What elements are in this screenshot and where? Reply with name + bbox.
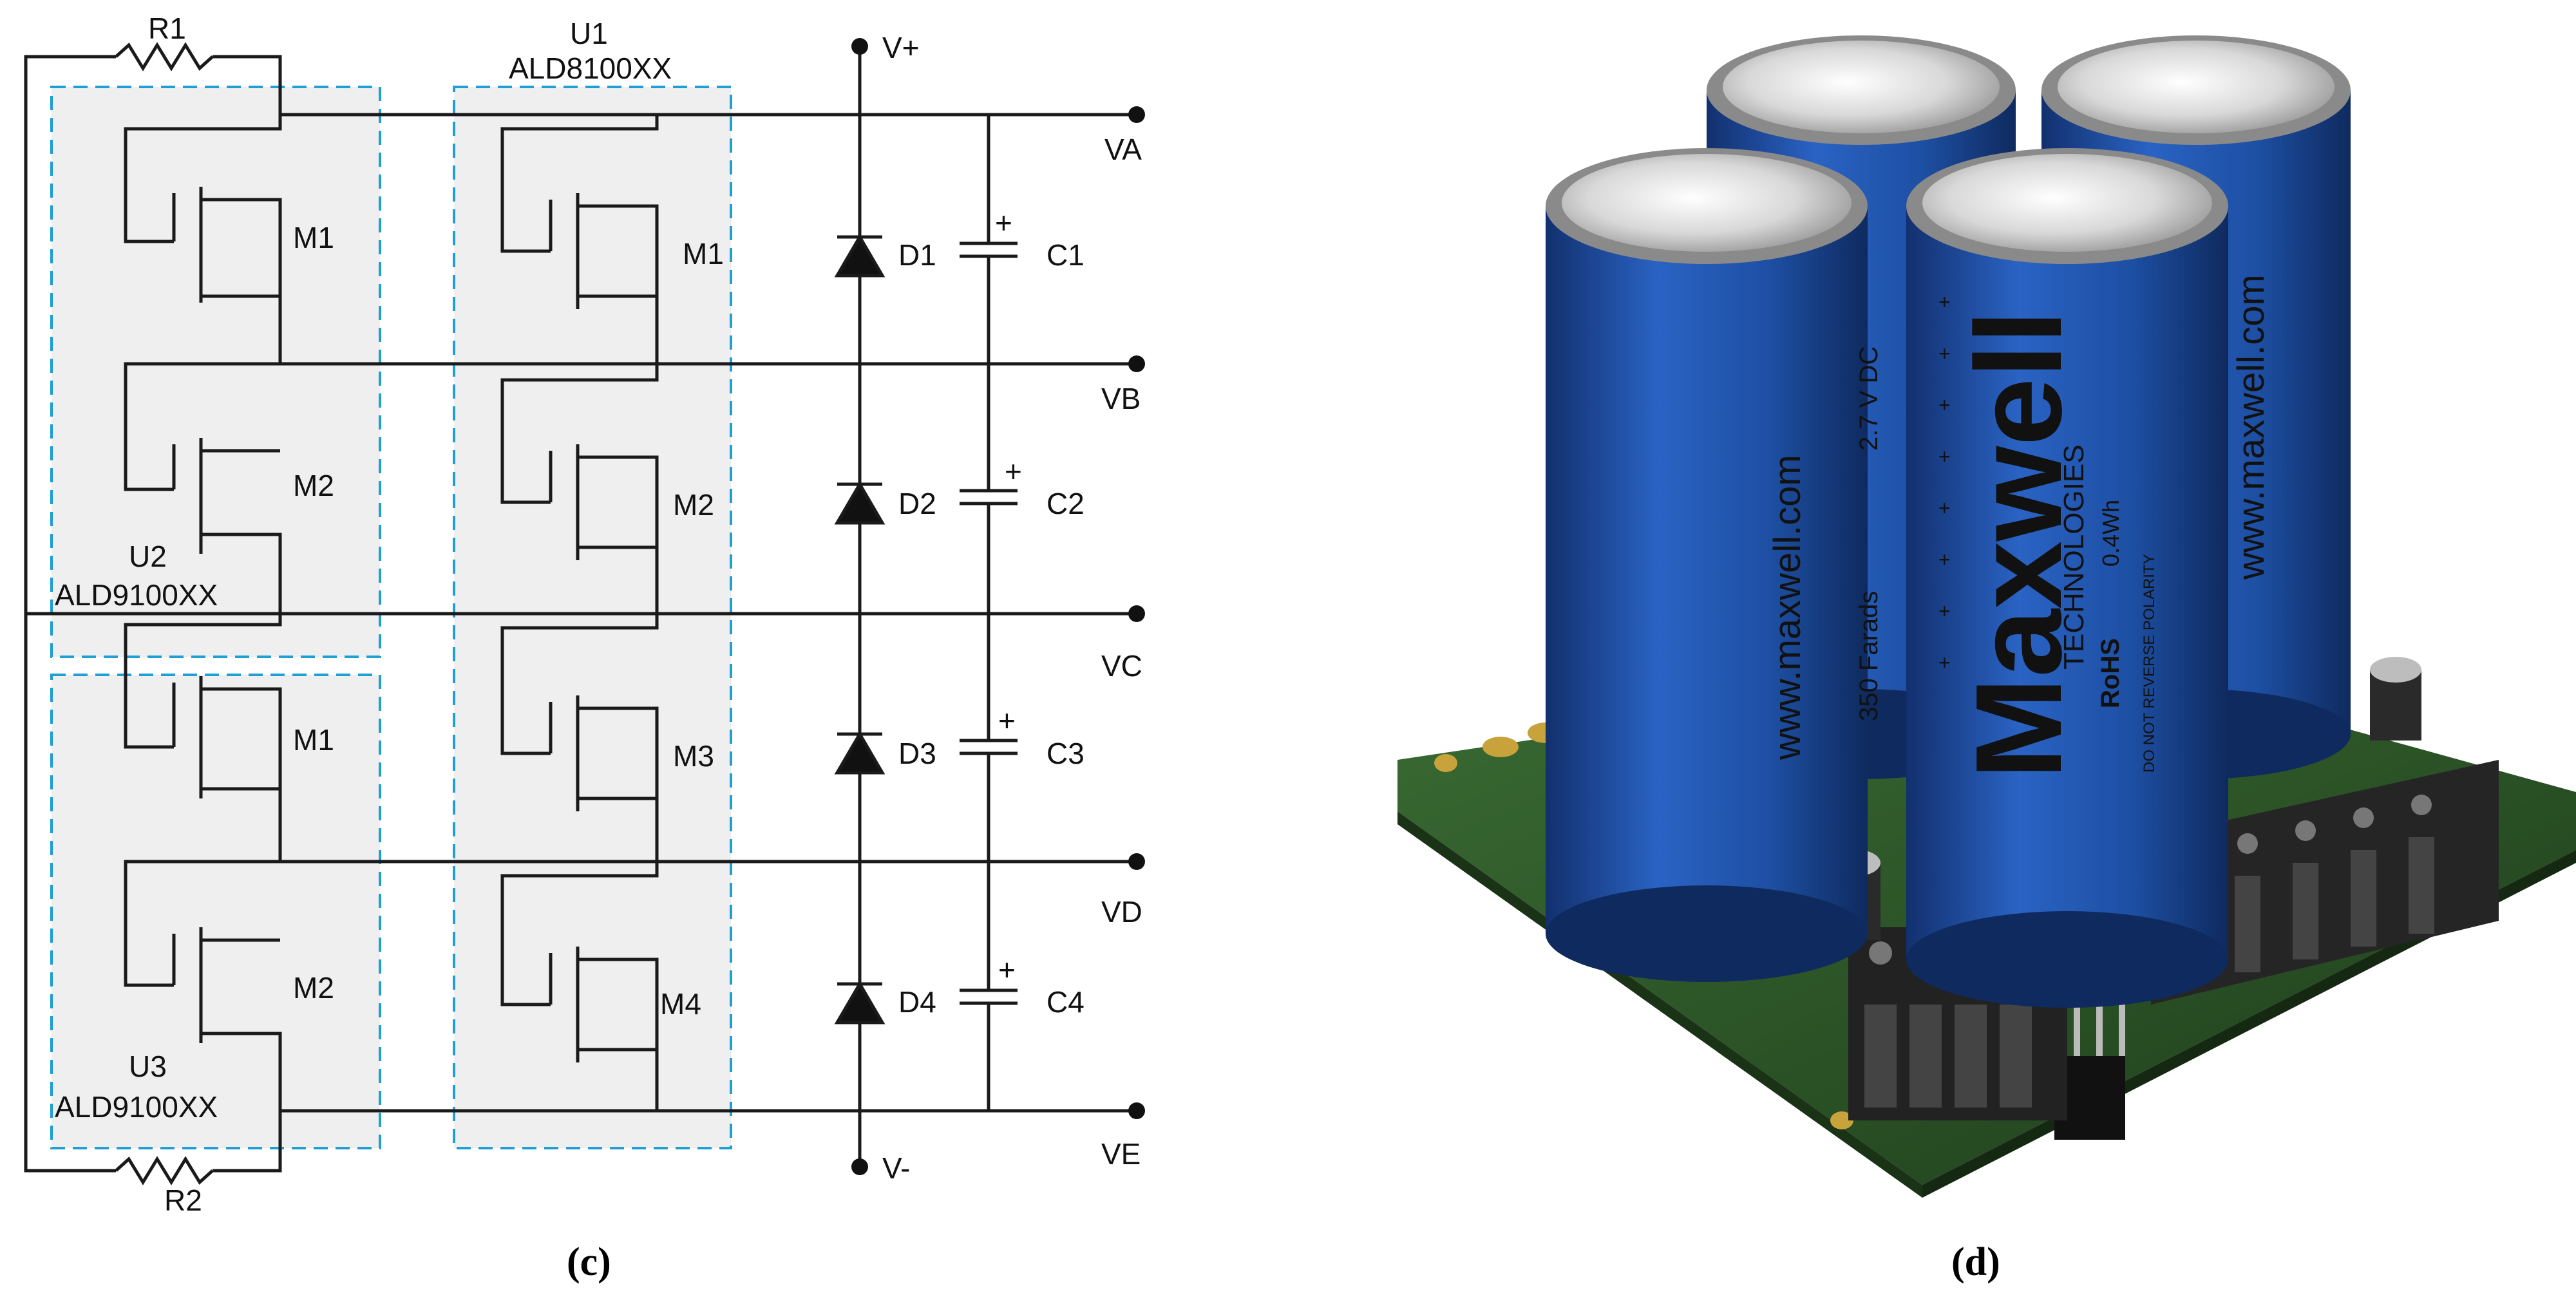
capacitor-c3	[960, 739, 1018, 755]
d4-label: D4	[898, 985, 936, 1019]
c1-label: C1	[1046, 238, 1084, 272]
diode-d4	[834, 981, 886, 1024]
svg-text:+: +	[1938, 496, 1951, 520]
d2-label: D2	[898, 487, 936, 520]
supercapacitor-front-right: Maxwell TECHNOLOGIES RoHS 0.4Wh DO NOT R…	[1906, 148, 2228, 1008]
d1-label: D1	[898, 238, 936, 272]
u1-m1-label: M1	[683, 237, 724, 270]
rohs-mark: RoHS	[2096, 638, 2125, 708]
node-ve-terminal	[1128, 1102, 1145, 1119]
node-vb-terminal	[1128, 355, 1145, 372]
svg-text:+: +	[1938, 548, 1951, 571]
small-capacitor-right	[2370, 657, 2421, 741]
node-vd-label: VD	[1101, 895, 1142, 929]
u2-mosfet-m1	[124, 115, 282, 364]
caption-c: (c)	[567, 1240, 611, 1284]
u1-mosfet-m3	[500, 614, 659, 862]
diode-d3	[834, 731, 886, 775]
maxwell-subtitle: TECHNOLOGIES	[2058, 444, 2090, 670]
caption-d: (d)	[1951, 1240, 2000, 1284]
u3-box	[50, 674, 381, 1149]
u3-mosfet-m1	[124, 614, 282, 862]
node-va-label: VA	[1104, 133, 1142, 166]
u3-mosfet-m2	[124, 860, 282, 1111]
u1-part: ALD8100XX	[509, 52, 672, 85]
energy-rating: 0.4Wh	[2098, 500, 2124, 567]
c2-plus: +	[1005, 455, 1022, 488]
capacitor-c2	[960, 489, 1018, 505]
u3-name: U3	[129, 1050, 167, 1083]
u1-m4-label: M4	[660, 987, 701, 1021]
u2-m2-label: M2	[293, 469, 334, 502]
u1-mosfet-m2	[500, 364, 659, 614]
svg-text:+: +	[1938, 393, 1951, 417]
u2-mosfet-m2	[124, 362, 282, 614]
u2-m1-label: M1	[293, 221, 334, 254]
u2-box	[50, 86, 381, 658]
u1-m2-label: M2	[673, 488, 714, 522]
capacitance-rating: 350 Farads	[1855, 591, 1883, 721]
u2-part: ALD9100XX	[55, 578, 218, 612]
voltage-rating: 2.7 V DC	[1855, 346, 1883, 451]
maxwell-logo: Maxwell	[1951, 310, 2087, 779]
node-va-terminal	[1128, 106, 1145, 123]
u3-part: ALD9100XX	[55, 1090, 218, 1124]
u3-m2-label: M2	[293, 971, 334, 1005]
diode-d1	[834, 234, 886, 278]
r1-label: R1	[148, 12, 186, 45]
diode-d2	[834, 481, 886, 525]
capacitor-c1	[960, 241, 1018, 258]
url-back-right: www.maxwell.com	[2230, 274, 2272, 580]
node-vc-label: VC	[1101, 649, 1142, 683]
c3-label: C3	[1046, 737, 1084, 770]
svg-text:+: +	[1938, 445, 1951, 468]
u1-mosfet-m4	[500, 862, 659, 1111]
u3-m1-label: M1	[293, 723, 334, 757]
u1-box	[453, 86, 732, 1149]
u1-name: U1	[570, 17, 608, 50]
node-ve-label: VE	[1101, 1137, 1141, 1171]
r2-resistor	[115, 1156, 214, 1185]
svg-text:+: +	[1938, 290, 1951, 314]
c4-plus: +	[998, 953, 1016, 986]
c1-plus: +	[995, 206, 1012, 240]
v-minus-label: V-	[882, 1151, 910, 1185]
c3-plus: +	[998, 704, 1016, 737]
terminal-block-right	[2151, 760, 2499, 1005]
v-plus-terminal	[851, 38, 868, 55]
product-photo: www.maxwell.com www.maxwell.com Maxwell …	[1397, 35, 2576, 1198]
r1-resistor	[115, 42, 214, 71]
c2-label: C2	[1046, 487, 1084, 520]
warning-text: DO NOT REVERSE POLARITY	[2141, 554, 2158, 773]
d3-label: D3	[898, 737, 936, 770]
r2-label: R2	[164, 1184, 202, 1217]
u1-mosfet-m1	[500, 115, 659, 364]
supercapacitor-front-left: www.maxwell.com	[1546, 148, 1868, 982]
capacitor-c4	[960, 988, 1018, 1005]
node-vc-terminal	[1128, 605, 1145, 622]
node-vb-label: VB	[1101, 382, 1141, 415]
svg-text:+: +	[1938, 651, 1951, 674]
u2-name: U2	[129, 540, 167, 573]
v-minus-terminal	[851, 1158, 868, 1175]
node-vd-terminal	[1128, 853, 1145, 870]
u1-m3-label: M3	[673, 739, 714, 773]
svg-text:+: +	[1938, 599, 1951, 623]
c4-label: C4	[1046, 985, 1084, 1019]
svg-text:+: +	[1938, 342, 1951, 365]
schematic-panel	[24, 38, 1145, 1185]
v-plus-label: V+	[882, 31, 920, 64]
url-front-left: www.maxwell.com	[1766, 455, 1808, 760]
